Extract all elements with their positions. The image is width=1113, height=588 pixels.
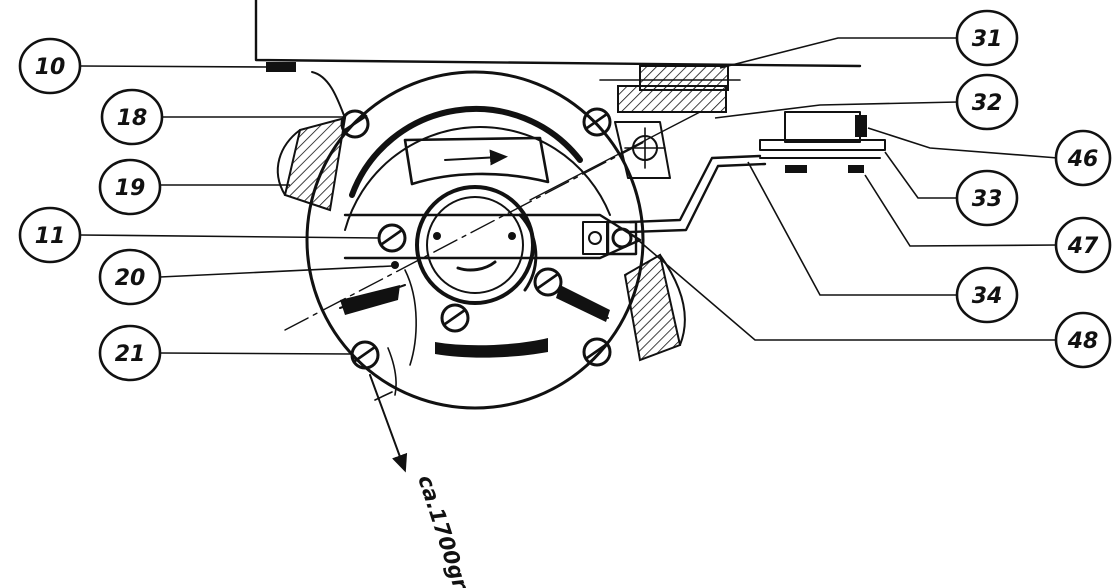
callout-34: 34 [955,266,1019,324]
svg-text:18: 18 [117,106,148,131]
svg-text:21: 21 [115,342,146,367]
screw-18 [340,109,370,139]
callout-33: 33 [955,169,1019,227]
leader-10 [79,65,269,68]
callout-20: 20 [98,248,162,306]
rotor-disc [305,70,645,410]
callout-18: 18 [100,88,164,146]
leader-47 [864,174,1059,247]
svg-text:31: 31 [972,27,1003,52]
callout-46: 46 [1054,129,1112,187]
svg-text:33: 33 [972,187,1003,212]
leader-21 [159,352,353,355]
callout-19: 19 [98,158,162,216]
force-arrow [369,269,417,473]
svg-text:20: 20 [115,266,146,291]
svg-text:46: 46 [1067,147,1099,172]
leader-lines [79,37,1059,355]
screw-lower-right [582,337,612,367]
callout-32: 32 [955,73,1019,131]
screw-21 [350,340,380,370]
leader-48 [637,239,1058,341]
svg-text:32: 32 [972,91,1003,116]
axis-line [284,111,701,331]
pivot-pin [391,261,399,269]
leader-11 [79,234,381,239]
screw-lower-left [440,303,470,333]
screw-mid-right [533,267,563,297]
leader-33 [884,151,960,199]
svg-text:11: 11 [35,224,66,249]
leader-31 [719,37,958,69]
svg-text:34: 34 [972,284,1003,309]
spring-arm-34 [628,154,767,234]
callout-11: 11 [18,206,82,264]
central-hub [415,185,538,305]
force-note: ca.1700gr. [413,472,474,588]
lever-bar [339,213,642,322]
svg-text:19: 19 [115,176,146,201]
right-fin [623,253,686,362]
crosshair-pivot [614,121,671,179]
fin-part-19 [276,116,347,212]
callout-31: 31 [955,9,1019,67]
mount-block-31 [599,65,741,113]
leader-20 [159,265,393,278]
contact-plate-33 [759,111,886,173]
screw-top-right [582,107,612,137]
connector-block-48 [582,220,638,256]
scale-window-lower [435,338,548,358]
svg-text:48: 48 [1067,329,1099,354]
svg-text:47: 47 [1067,234,1099,259]
top-housing-plate [254,0,862,68]
leader-46 [867,127,1059,159]
scale-window-upper [403,136,550,186]
leader-32 [714,101,959,119]
callout-47: 47 [1054,216,1112,274]
clip-part-10 [266,62,346,119]
leader-34 [747,161,962,296]
screw-11 [377,223,407,253]
callout-21: 21 [98,324,162,382]
callout-10: 10 [18,37,82,95]
callout-48: 48 [1054,311,1112,369]
svg-text:10: 10 [35,55,66,80]
